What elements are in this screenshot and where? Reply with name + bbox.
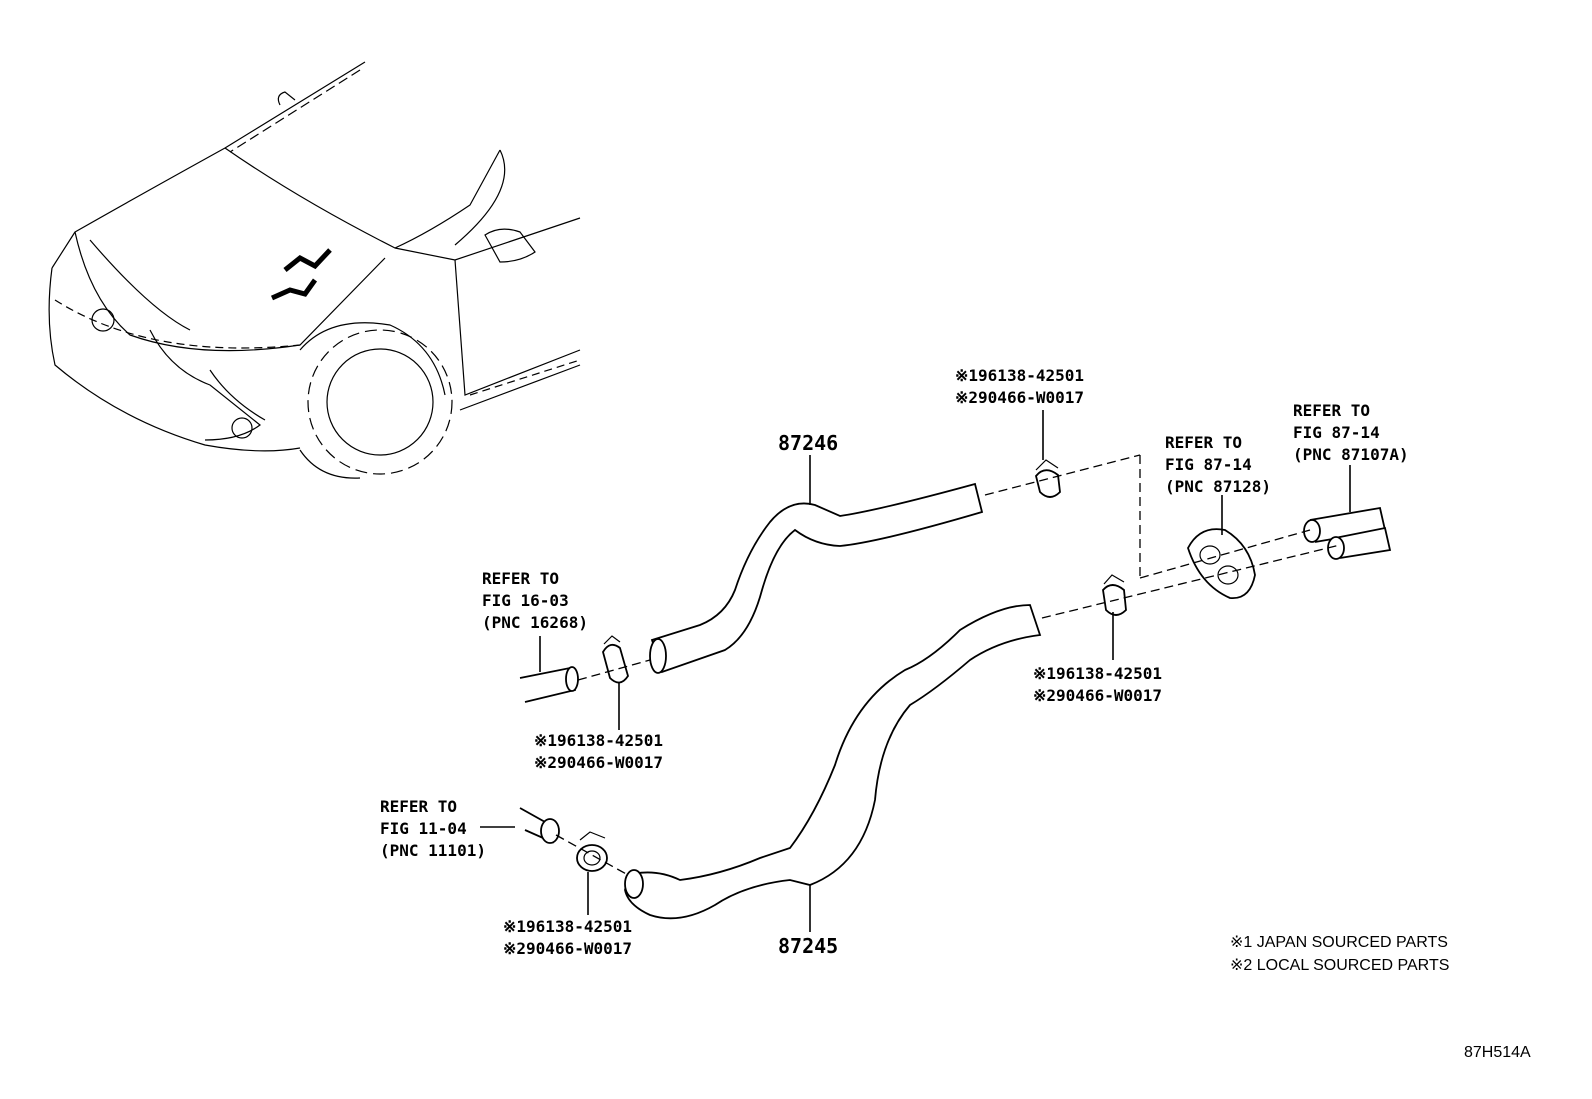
ref-16268-label: REFER TO FIG 16-03 (PNC 16268) [482,569,588,632]
svg-text:(PNC 16268): (PNC 16268) [482,613,588,632]
ref-87128-label: REFER TO FIG 87-14 (PNC 87128) [1165,433,1271,496]
svg-text:※290466-W0017: ※290466-W0017 [1033,686,1162,705]
connection-lines [555,454,1341,876]
svg-text:※196138-42501: ※196138-42501 [1033,664,1162,683]
lower-hose-87245 [624,604,1042,932]
clamp-left [602,635,629,730]
svg-text:※290466-W0017: ※290466-W0017 [503,939,632,958]
svg-text:REFER TO: REFER TO [380,797,457,816]
legend: ※1 JAPAN SOURCED PARTS ※2 LOCAL SOURCED … [1230,934,1449,974]
svg-text:※290466-W0017: ※290466-W0017 [955,388,1084,407]
svg-text:(PNC 11101): (PNC 11101) [380,841,486,860]
upper-hose-87246 [649,455,984,674]
clamp-label-lower: ※196138-42501 ※290466-W0017 [503,917,632,958]
svg-text:(PNC 87107A): (PNC 87107A) [1293,445,1409,464]
car-illustration [48,61,581,479]
clamp-lower [576,831,608,915]
part-number-87246: 87246 [778,431,838,455]
clamp-upper-right [1035,410,1061,498]
grommet-87128 [1187,495,1256,599]
svg-text:※290466-W0017: ※290466-W0017 [534,753,663,772]
part-number-87245: 87245 [778,934,838,958]
svg-text:FIG 87-14: FIG 87-14 [1165,455,1252,474]
svg-text:※196138-42501: ※196138-42501 [503,917,632,936]
svg-text:FIG 16-03: FIG 16-03 [482,591,569,610]
svg-text:FIG 87-14: FIG 87-14 [1293,423,1380,442]
legend-note-2: ※2 LOCAL SOURCED PARTS [1230,957,1449,974]
clamp-label-left: ※196138-42501 ※290466-W0017 [534,731,663,772]
svg-text:REFER TO: REFER TO [1293,401,1370,420]
svg-text:※196138-42501: ※196138-42501 [534,731,663,750]
svg-text:※196138-42501: ※196138-42501 [955,366,1084,385]
legend-note-1: ※1 JAPAN SOURCED PARTS [1230,934,1448,951]
clamp-label-lower-right: ※196138-42501 ※290466-W0017 [1033,664,1162,705]
figure-code: 87H514A [1464,1044,1531,1061]
pipe-11101 [480,807,560,844]
clamp-label-upper-right: ※196138-42501 ※290466-W0017 [955,366,1084,407]
svg-text:REFER TO: REFER TO [1165,433,1242,452]
clamp-lower-right [1102,574,1127,660]
svg-text:REFER TO: REFER TO [482,569,559,588]
pipe-16268 [519,636,579,703]
svg-text:FIG 11-04: FIG 11-04 [380,819,467,838]
ref-11101-label: REFER TO FIG 11-04 (PNC 11101) [380,797,486,860]
ref-87107a-label: REFER TO FIG 87-14 (PNC 87107A) [1293,401,1409,464]
pipes-87107a [1303,465,1392,560]
svg-text:(PNC 87128): (PNC 87128) [1165,477,1271,496]
